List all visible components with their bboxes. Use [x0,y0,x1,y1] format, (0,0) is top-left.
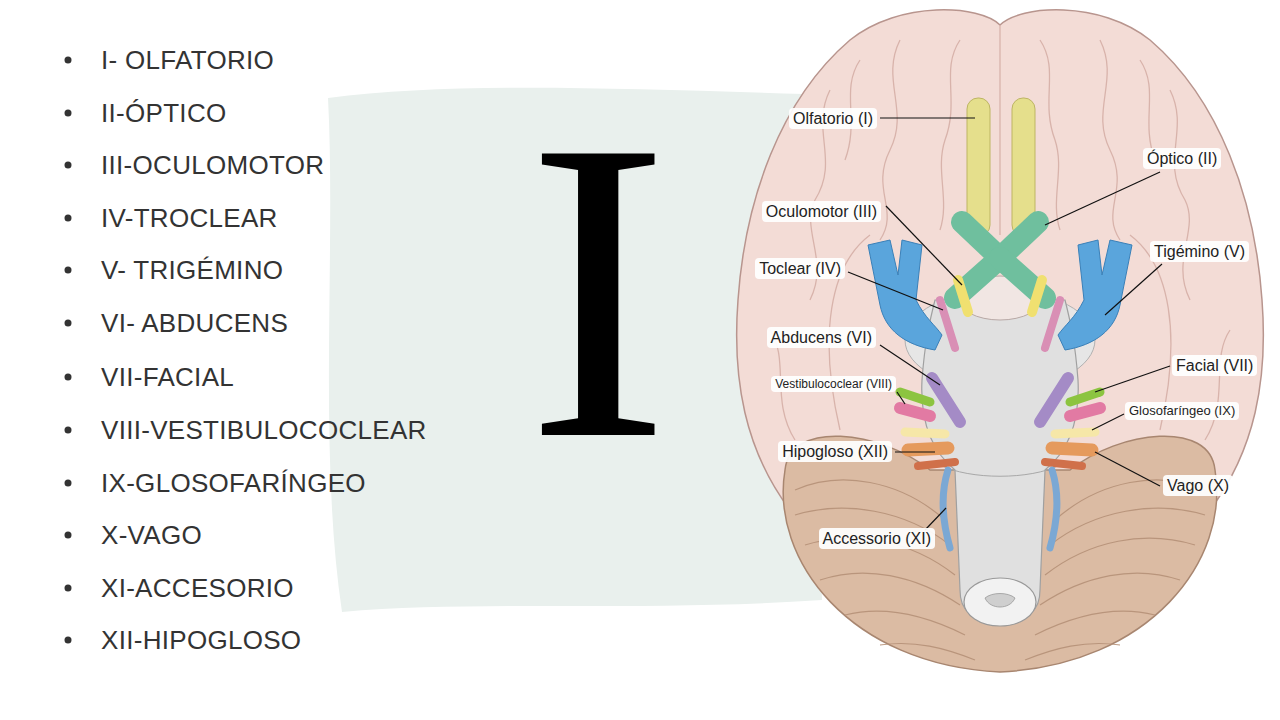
bullet [65,267,72,274]
list-item: VI- ABDUCENS [101,306,288,340]
section-numeral: I [498,75,698,505]
list-item: I- OLFATORIO [101,43,274,77]
nerve-callout: Oculomotor (III) [762,201,881,222]
accessory-nerve [943,470,950,548]
list-item: XI-ACCESORIO [101,571,294,605]
list-item: IX-GLOSOFARÍNGEO [101,466,366,500]
nerve-callout: Toclear (IV) [755,258,845,279]
bullet [65,585,72,592]
bullet [65,57,72,64]
gyrus-line [1130,235,1171,430]
list-item: X-VAGO [101,518,202,552]
gyrus-line [1205,330,1230,440]
leader-line [897,392,905,404]
leader-line [1095,452,1160,486]
nerve-callout: Tigémino (V) [1150,241,1249,262]
leader-line [895,451,935,452]
list-item: IV-TROCLEAR [101,201,278,235]
folium-line [880,643,975,660]
bullet [65,427,72,434]
hypoglossal-nerve [918,462,955,466]
nerve-callout: Accessorio (XI) [819,528,935,549]
bullet [65,110,72,117]
vagus-nerve [908,448,948,450]
medulla-grey-matter [985,594,1015,608]
nerve-callout: Hipogloso (XII) [778,441,892,462]
gyrus-line [1140,60,1155,160]
leader-line [1092,414,1124,430]
nerve-callout: Facial (VII) [1172,355,1257,376]
list-item: XII-HIPOGLOSO [101,623,301,657]
gyrus-line [1040,40,1060,230]
leader-lines [848,118,1170,530]
abducens-nerve [932,378,960,422]
bullet [65,480,72,487]
nerve-callout: Glosofaríngeo (IX) [1125,402,1239,420]
gyrus-line [1100,40,1120,240]
leader-line [880,117,975,118]
list-item: VII-FACIAL [101,360,234,394]
bullet [65,215,72,222]
optic-nerve [955,222,1045,298]
leader-line [925,508,946,530]
glossopharyngeal-nerve [905,432,945,434]
nerve-callout: Vestibulococlear (VIII) [771,376,896,392]
list-item: III-OCULOMOTOR [101,148,324,182]
gyrus-line [1170,90,1190,300]
facial-nerve [900,392,930,402]
leader-line [1045,172,1160,225]
folium-line [845,611,965,635]
nerve-group-mirror [1032,240,1132,548]
folium-line [795,480,945,520]
bullet [65,532,72,539]
nerve-callout: Óptico (II) [1143,148,1221,169]
folium-line [820,573,960,605]
trochlear-nerve [940,300,955,348]
nerve-callout: Abducens (VI) [767,327,876,348]
nerve-callout: Olfatorio (I) [789,108,877,129]
leader-line [848,272,943,310]
leader-line [1095,366,1170,392]
folium-line [1045,538,1195,575]
medulla-section [964,578,1036,626]
pons-line [940,465,1060,476]
folium-line [1025,643,1120,660]
folium-line [1035,611,1155,635]
gyrus-line [999,25,1000,235]
list-item: V- TRIGÉMINO [101,253,283,287]
oculomotor-nerve [958,280,968,312]
list-item: VIII-VESTIBULOCOCLEAR [101,413,427,447]
bullet [65,162,72,169]
leader-line [886,206,962,285]
gyrus-line [940,40,960,230]
list-item: II-ÓPTICO [101,96,226,130]
leader-line [1105,264,1162,315]
bullet [65,320,72,327]
nerve-callout: Vago (X) [1163,475,1233,496]
bullet [65,374,72,381]
folium-line [1040,573,1180,605]
vestibulocochlear-nerve [900,408,930,416]
bullet [65,637,72,644]
bullet-group [65,57,72,644]
